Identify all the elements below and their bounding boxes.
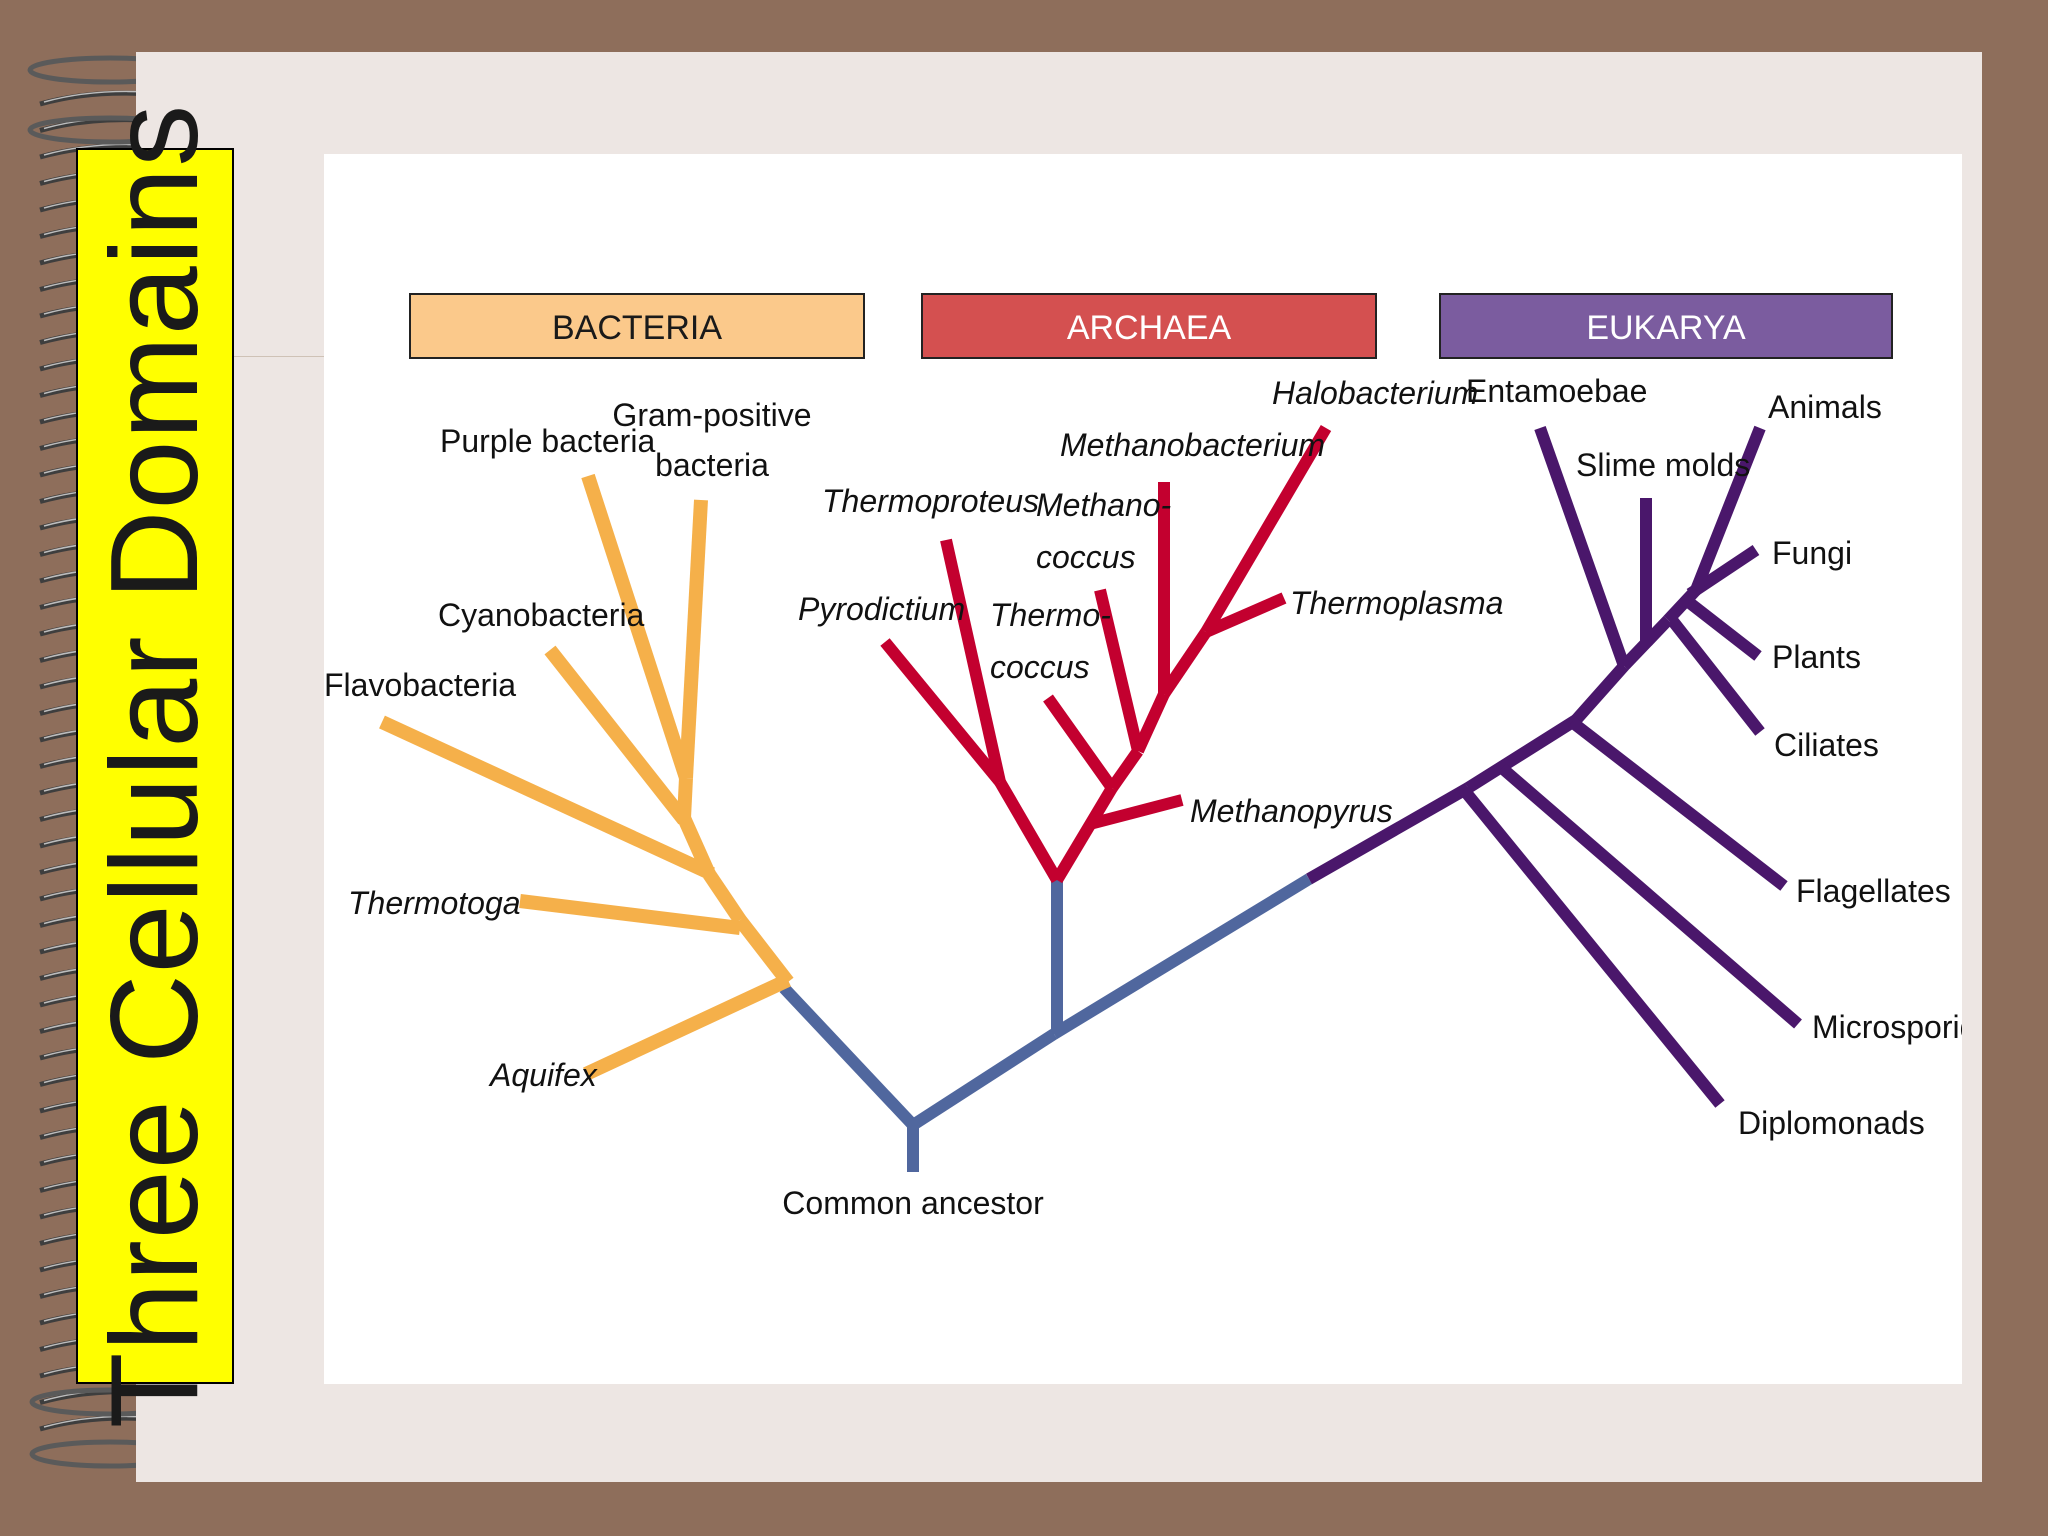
archaea-right-trunk-4 xyxy=(1159,628,1211,698)
label-common-ancestor: Common ancestor xyxy=(782,1185,1044,1221)
archaea-header-label: ARCHAEA xyxy=(1067,309,1232,347)
label-ciliates: Ciliates xyxy=(1774,727,1879,763)
eukarya-trunk-2 xyxy=(1464,714,1580,794)
label-methanococcus-line2: coccus xyxy=(1036,539,1136,575)
branch-flavobacteria xyxy=(379,715,715,881)
label-halobacterium: Halobacterium xyxy=(1272,375,1478,411)
archaea-left-trunk xyxy=(994,778,1063,884)
label-methanococcus-line1: Methano- xyxy=(1036,487,1171,523)
archaea-branches xyxy=(880,424,1332,884)
branch-animals xyxy=(1690,425,1766,593)
label-microsporidia: Microsporidia xyxy=(1812,1009,1962,1045)
bacteria-branches xyxy=(379,473,794,1081)
label-fungi: Fungi xyxy=(1772,535,1852,571)
label-thermotoga: Thermotoga xyxy=(348,885,521,921)
slide-title: Three Cellular Domains xyxy=(86,103,224,1429)
bacteria-stem xyxy=(779,983,918,1130)
branch-pyrodictium xyxy=(880,638,1005,786)
label-animals: Animals xyxy=(1768,389,1882,425)
branch-flagellates xyxy=(1568,717,1788,891)
label-plants: Plants xyxy=(1772,639,1861,675)
archaea-right-trunk-2 xyxy=(1107,747,1143,792)
eukarya-trunk-1 xyxy=(1306,782,1471,885)
label-gram-positive-line2: bacteria xyxy=(655,447,769,483)
label-gram-positive-line1: Gram-positive xyxy=(612,397,811,433)
label-aquifex: Aquifex xyxy=(488,1057,598,1093)
eukarya-branches xyxy=(1306,425,1802,1108)
branch-ciliates xyxy=(1667,616,1765,736)
bacteria-header-box xyxy=(409,293,865,359)
bacteria-trunk-2 xyxy=(703,870,746,924)
branch-methanopyrus xyxy=(1088,794,1184,830)
branch-purple-bacteria xyxy=(581,473,693,781)
label-purple-bacteria: Purple bacteria xyxy=(440,423,655,459)
binding-ring-highlight xyxy=(43,90,149,103)
archaea-right-trunk xyxy=(1051,784,1118,884)
eukarya-trunk-3 xyxy=(1571,662,1629,724)
branch-methanococcus xyxy=(1094,588,1144,753)
bacteria-trunk-1 xyxy=(734,915,794,987)
archaea-header-box xyxy=(921,293,1377,359)
branch-halobacterium xyxy=(1200,424,1332,636)
branch-plants xyxy=(1682,595,1762,661)
binding-ring-highlight xyxy=(43,143,149,156)
label-thermococcus-line2: coccus xyxy=(990,649,1090,685)
label-methanobacterium: Methanobacterium xyxy=(1060,427,1325,463)
label-cyanobacteria: Cyanobacteria xyxy=(438,597,645,633)
label-entamoebae: Entamoebae xyxy=(1466,373,1647,409)
eukarya-header-box xyxy=(1439,293,1893,359)
label-flagellates: Flagellates xyxy=(1796,873,1951,909)
eukarya-header-label: EUKARYA xyxy=(1586,309,1746,347)
branch-thermococcus xyxy=(1043,694,1117,792)
label-pyrodictium: Pyrodictium xyxy=(798,591,965,627)
ancestor-lineage xyxy=(779,873,1313,1172)
label-flavobacteria: Flavobacteria xyxy=(324,667,516,703)
label-thermoproteus: Thermoproteus xyxy=(822,483,1039,519)
branch-cyanobacteria xyxy=(544,645,690,825)
branch-thermotoga xyxy=(519,894,741,935)
branch-entamoebae xyxy=(1534,426,1630,668)
title-box: Three Cellular Domains xyxy=(76,104,234,1428)
label-thermoplasma: Thermoplasma xyxy=(1290,585,1503,621)
trunk-segment-2 xyxy=(1050,873,1313,1040)
bacteria-header-label: BACTERIA xyxy=(552,309,722,347)
archaea-right-trunk-3 xyxy=(1132,691,1170,754)
label-methanopyrus: Methanopyrus xyxy=(1190,793,1393,829)
branch-diplomonads xyxy=(1459,786,1725,1108)
branch-aquifex xyxy=(583,973,791,1081)
label-thermococcus-line1: Thermo- xyxy=(990,597,1111,633)
phylogenetic-tree-panel: BACTERIA ARCHAEA EUKARYA xyxy=(324,154,1962,1384)
phylogenetic-tree: BACTERIA ARCHAEA EUKARYA xyxy=(324,293,1962,1221)
branch-thermoproteus xyxy=(940,538,1006,784)
branch-microsporidia xyxy=(1498,763,1802,1029)
trunk-segment-1 xyxy=(909,1028,1058,1131)
binding-ring-highlight xyxy=(43,1415,149,1428)
label-diplomonads: Diplomonads xyxy=(1738,1105,1925,1141)
label-slime-molds: Slime molds xyxy=(1576,447,1750,483)
branch-gram-positive xyxy=(679,499,708,779)
branch-thermoplasma xyxy=(1203,592,1287,638)
